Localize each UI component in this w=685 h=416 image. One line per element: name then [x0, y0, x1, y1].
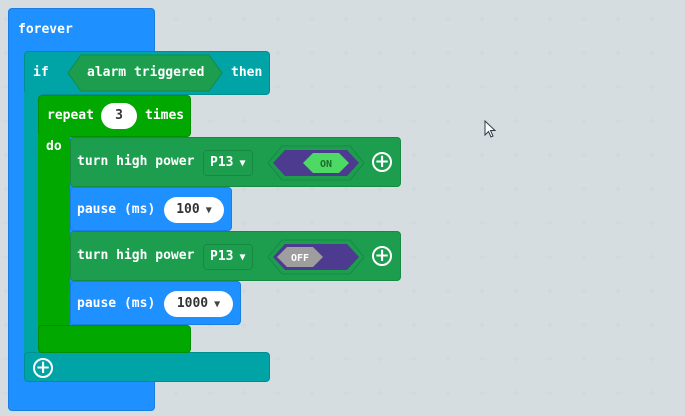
if-block-arm: [24, 92, 42, 360]
forever-label: forever: [18, 22, 73, 37]
do-label: do: [46, 139, 62, 154]
caret-down-icon: ▼: [205, 205, 212, 216]
pause-value: 1000: [176, 296, 209, 311]
pause-duration-dropdown[interactable]: 1000 ▼: [164, 291, 233, 317]
pause-value: 100: [176, 202, 200, 217]
pin-dropdown[interactable]: P13 ▼: [203, 244, 253, 270]
pause-block[interactable]: pause (ms) 100 ▼: [70, 187, 232, 231]
times-label: times: [145, 108, 185, 123]
if-label: if: [33, 65, 49, 80]
plus-circle-icon[interactable]: +: [33, 358, 53, 378]
alarm-triggered-condition[interactable]: alarm triggered: [87, 65, 205, 80]
caret-down-icon: ▼: [239, 158, 246, 169]
toggle-switch-on[interactable]: ON: [267, 145, 365, 181]
repeat-label: repeat: [47, 108, 94, 123]
pin-dropdown[interactable]: P13 ▼: [203, 150, 253, 176]
pin-value: P13: [210, 155, 234, 170]
pin-value: P13: [210, 249, 234, 264]
toggle-off-text: OFF: [291, 253, 309, 264]
caret-down-icon: ▼: [214, 299, 221, 310]
then-label: then: [231, 65, 263, 80]
pause-label: pause (ms): [77, 202, 156, 217]
if-block-footer[interactable]: +: [24, 352, 270, 382]
pause-duration-dropdown[interactable]: 100 ▼: [164, 197, 224, 223]
repeat-block-footer: [38, 325, 191, 353]
mouse-pointer-icon: [484, 120, 497, 138]
turn-high-power-label: turn high power: [77, 154, 195, 169]
plus-circle-icon[interactable]: +: [372, 152, 392, 172]
if-block[interactable]: if alarm triggered then: [24, 51, 270, 95]
plus-circle-icon[interactable]: +: [372, 246, 392, 266]
repeat-block[interactable]: repeat 3 times: [38, 95, 191, 137]
pause-block[interactable]: pause (ms) 1000 ▼: [70, 281, 241, 325]
caret-down-icon: ▼: [239, 252, 246, 263]
turn-high-power-block[interactable]: turn high power P13 ▼ OFF +: [70, 231, 401, 281]
repeat-block-arm: do: [38, 134, 70, 348]
turn-high-power-block[interactable]: turn high power P13 ▼ ON +: [70, 137, 401, 187]
pause-label: pause (ms): [77, 296, 156, 311]
condition-hexagon[interactable]: [67, 54, 223, 92]
toggle-on-text: ON: [320, 159, 332, 170]
toggle-switch-off[interactable]: OFF: [267, 239, 365, 275]
repeat-count-input[interactable]: 3: [101, 103, 137, 129]
turn-high-power-label: turn high power: [77, 248, 195, 263]
